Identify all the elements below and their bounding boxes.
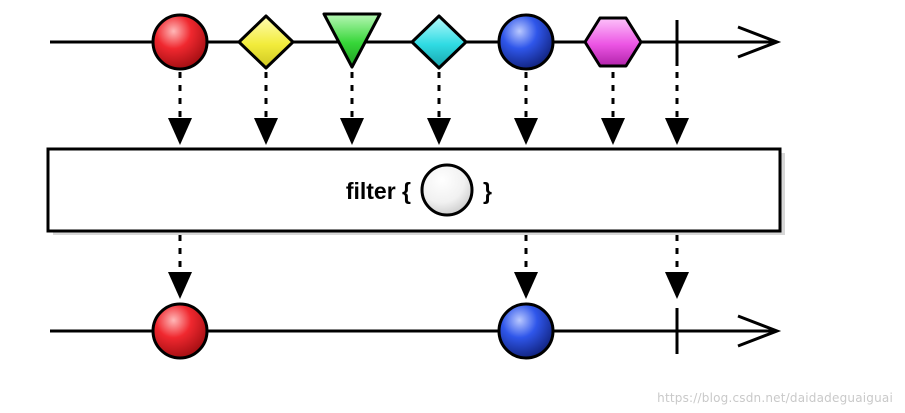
output-connectors [168, 235, 689, 299]
connector-arrowhead-icon [254, 118, 278, 145]
connector-arrowhead-icon [514, 118, 538, 145]
marble-blue-circle [497, 13, 555, 71]
output-items [151, 302, 679, 360]
marble-green-triangle [322, 12, 382, 69]
connector-item-3 [340, 72, 364, 145]
watermark-text: https://blog.csdn.net/daidadeguaiguai [657, 391, 893, 405]
marble-red-circle [151, 13, 209, 71]
operator-close-brace: } [483, 178, 492, 204]
marble-magenta-hexagon [583, 16, 643, 68]
output-connector-completion [665, 235, 689, 299]
operator-label: filter { [346, 178, 411, 204]
connector-item-1 [168, 72, 192, 145]
marble-yellow-diamond [237, 14, 295, 70]
connector-item-4 [427, 72, 451, 145]
input-connectors [168, 72, 689, 145]
connector-arrowhead-icon [601, 118, 625, 145]
output-marble-red-circle [151, 302, 209, 360]
connector-arrowhead-icon [340, 118, 364, 145]
connector-arrowhead-icon [665, 118, 689, 145]
filter-operator-box: filter { } [46, 147, 785, 235]
output-marble-blue-circle [497, 302, 555, 360]
connector-item-5 [514, 72, 538, 145]
connector-completion [665, 72, 689, 145]
connector-arrowhead-icon [665, 272, 689, 299]
operator-box-frame [46, 147, 782, 233]
connector-arrowhead-icon [168, 118, 192, 145]
output-connector-1 [168, 235, 192, 299]
connector-item-2 [254, 72, 278, 145]
output-connector-2 [514, 235, 538, 299]
marble-cyan-diamond [410, 14, 468, 70]
connector-arrowhead-icon [427, 118, 451, 145]
connector-arrowhead-icon [514, 272, 538, 299]
input-timeline-arrowhead [737, 25, 782, 59]
input-items [151, 12, 679, 71]
connector-item-6 [601, 72, 625, 145]
output-timeline-arrowhead [737, 314, 782, 348]
predicate-circle-icon [420, 163, 474, 217]
connector-arrowhead-icon [168, 272, 192, 299]
